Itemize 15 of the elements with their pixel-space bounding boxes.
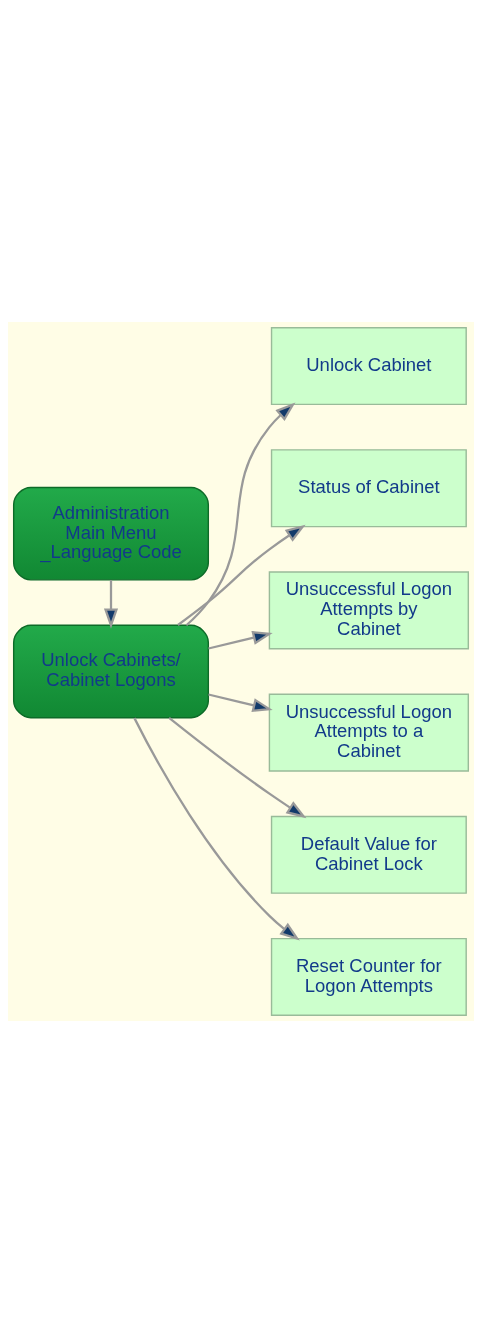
arrow xyxy=(208,692,273,712)
node-box: Unsuccessful Logon Attempts to a Cabinet xyxy=(268,693,470,772)
arrow xyxy=(103,579,119,629)
node-box: Status of Cabinet xyxy=(270,448,467,527)
arrow xyxy=(208,630,273,650)
arrow xyxy=(185,402,296,626)
node-box: Default Value for Cabinet Lock xyxy=(270,815,467,894)
node-box: Unsuccessful Logon Attempts by Cabinet xyxy=(268,570,470,649)
node-box: Reset Counter for Logon Attempts xyxy=(270,937,467,1016)
arrow xyxy=(133,717,300,941)
arrow xyxy=(168,716,307,818)
node-box: Unlock Cabinet xyxy=(270,326,467,405)
arrow xyxy=(177,524,306,626)
node-box: Administration Main Menu _Language Code xyxy=(12,486,210,581)
node-box: Unlock Cabinets/ Cabinet Logons xyxy=(12,624,210,718)
